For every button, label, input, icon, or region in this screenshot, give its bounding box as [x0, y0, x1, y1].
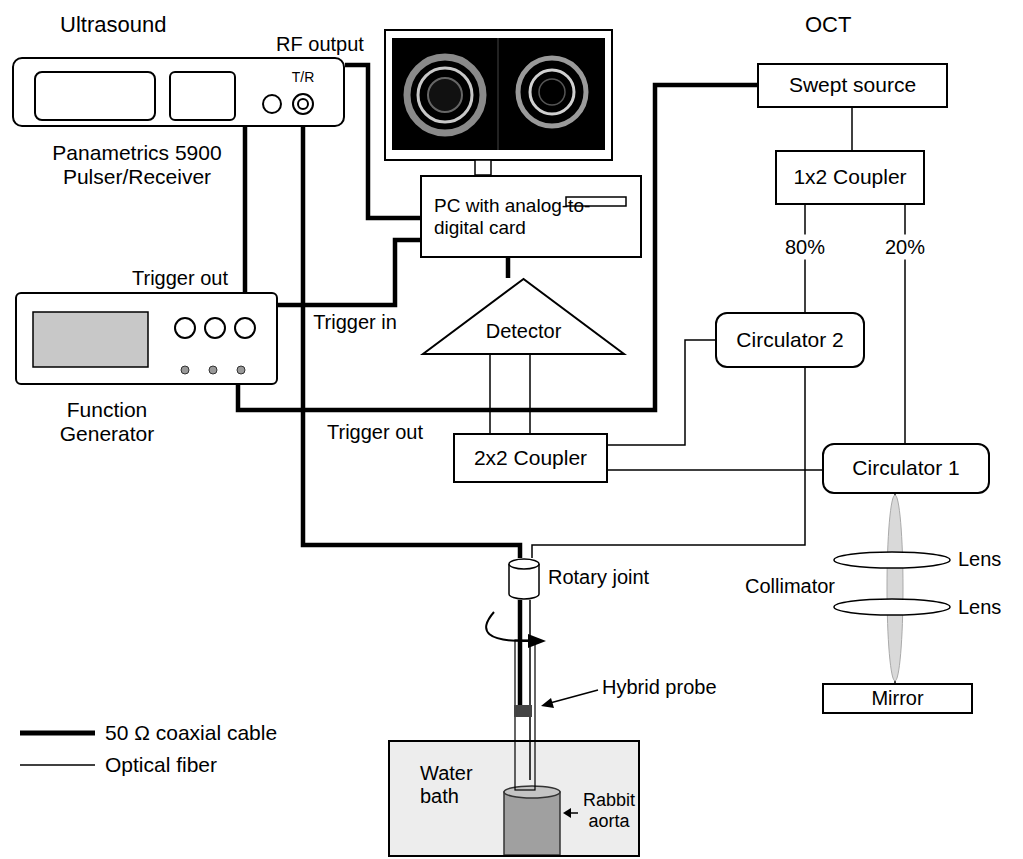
tr-connector: [293, 94, 313, 114]
optical-fiber: [529, 355, 531, 433]
coaxial-cable: [243, 127, 248, 292]
optical-fiber: [851, 108, 853, 150]
aorta-top: [504, 786, 560, 798]
oct-image-ring: [418, 68, 472, 122]
process-box-label: Swept source: [789, 73, 916, 97]
pulser-display: [170, 72, 235, 120]
coupler-box: 2x2 Coupler: [453, 433, 608, 483]
cylinder-outline: [508, 558, 540, 600]
edge-label: RF output: [276, 33, 364, 56]
ivus-image-ring: [518, 58, 586, 126]
device-name: Panametrics 5900 Pulser/Receiver: [22, 141, 252, 189]
edge-label: 20%: [882, 235, 928, 260]
generator-button: [181, 366, 189, 374]
lens-symbol: [834, 599, 950, 615]
optical-fiber: [608, 469, 822, 471]
process-box-label: 1x2 Coupler: [793, 165, 906, 189]
generator-button: [209, 366, 217, 374]
oct-image-ring: [407, 57, 483, 133]
process-box-label: PC with analog-to-digital card: [434, 195, 628, 239]
source-box: Swept source: [757, 63, 948, 108]
region-label: Water bath: [420, 762, 500, 808]
pulser-display: [35, 72, 155, 120]
device-name: Function Generator: [27, 398, 187, 446]
water-fill: [390, 742, 638, 855]
legend-sample: [20, 764, 95, 766]
generator-knob: [205, 318, 225, 338]
monitor-stand: [475, 160, 491, 175]
ivus-image-ring: [530, 70, 574, 114]
oct-image-lumen: [428, 78, 462, 112]
coaxial-cable: [506, 258, 511, 278]
lens-symbol: [834, 552, 950, 568]
optical-fiber: [489, 355, 491, 433]
collimator-beam: [887, 495, 903, 681]
leader-arrowhead: [563, 808, 571, 818]
part-label: Lens: [958, 548, 1001, 571]
joint-top: [509, 559, 539, 569]
coupler-box: 1x2 Coupler: [775, 150, 925, 205]
edge-label: Trigger in: [313, 311, 397, 334]
function-generator: Function Generator: [15, 292, 278, 385]
process-box-label: 2x2 Coupler: [474, 446, 587, 470]
leader-arrowhead: [541, 698, 554, 708]
part-label: Lens: [958, 596, 1001, 619]
process-box-label: Circulator 2: [736, 328, 843, 352]
process-box-label: Circulator 1: [852, 456, 959, 480]
edge-label: Trigger out: [327, 421, 423, 444]
rotation-arrowhead: [528, 634, 546, 648]
pulser-receiver: UltrasoundT/RPanametrics 5900 Pulser/Rec…: [12, 57, 345, 127]
port-label: T/R: [276, 69, 330, 85]
generator-knob: [235, 318, 255, 338]
pc-box: PC with analog-to-digital card: [420, 175, 642, 258]
leader-line: [570, 812, 578, 814]
tr-connector: [298, 99, 308, 109]
generator-knob: [175, 318, 195, 338]
circulator-box: Circulator 2: [715, 312, 865, 368]
section-title: OCT: [805, 12, 851, 37]
part-label: Hybrid probe: [602, 676, 717, 699]
pulser-knob: [263, 95, 281, 113]
triangle-outline: [422, 278, 625, 355]
edge-label: Trigger out: [132, 267, 228, 290]
detector-triangle: Detector: [422, 278, 625, 355]
aorta-cylinder: [504, 792, 560, 855]
ivus-image-lumen: [539, 79, 565, 105]
legend-sample: [20, 731, 95, 736]
part-label: Rabbit aorta: [580, 790, 638, 831]
leader-line: [550, 690, 598, 703]
monitor-frame: [385, 30, 612, 160]
part-label: Rotary joint: [548, 566, 649, 589]
optical-fiber: [608, 340, 715, 445]
generator-display: [33, 312, 148, 367]
monitor-screen: [392, 38, 605, 150]
circulator-box: Circulator 1: [822, 443, 990, 494]
generator-button: [237, 366, 245, 374]
device-title: Ultrasound: [60, 12, 166, 37]
mirror-box: Mirror: [822, 683, 973, 714]
rotation-arrow: [486, 612, 528, 641]
process-box-label: Mirror: [871, 687, 923, 710]
coaxial-cable: [278, 240, 420, 305]
legend-label: 50 Ω coaxial cable: [105, 721, 277, 745]
probe-transducer: [514, 705, 532, 717]
part-label: Collimator: [745, 575, 835, 598]
rotary-joint: Rotary joint: [508, 558, 540, 600]
edge-label: 80%: [782, 235, 828, 260]
probe-coax: [518, 600, 523, 705]
screen-divider: [498, 38, 499, 150]
process-box-label: Detector: [422, 320, 625, 343]
legend-label: Optical fiber: [105, 753, 217, 777]
probe-fiber: [529, 600, 531, 780]
detector-shape: [423, 279, 624, 354]
